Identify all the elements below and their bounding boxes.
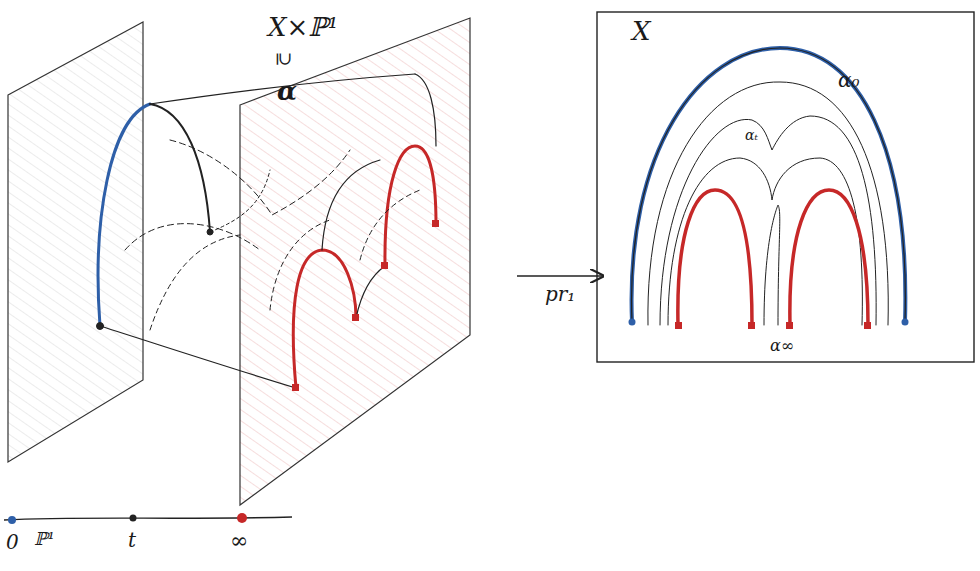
inclusion-symbol: ⊇ [275,51,293,66]
point-label: 0 [6,532,19,552]
fibre-label: α∞ [770,338,794,354]
projection-arrow [517,275,603,277]
point-label: t [128,530,136,550]
fibre-plane-zero [8,22,143,462]
projection-label: pr₁ [545,284,575,304]
line-label: ℙ¹ [34,530,55,548]
fibre-label: α₀ [838,70,860,90]
fibre-plane-infinity [240,18,470,505]
cycle-label: α [277,78,297,104]
point-label: ∞ [230,530,248,552]
space-label: X [632,18,651,44]
surface-alpha [97,74,440,391]
product-space-label: X×ℙ¹ [268,14,338,40]
space-x [597,12,974,362]
fibre-label: αₜ [745,128,758,142]
projective-line [4,513,292,524]
